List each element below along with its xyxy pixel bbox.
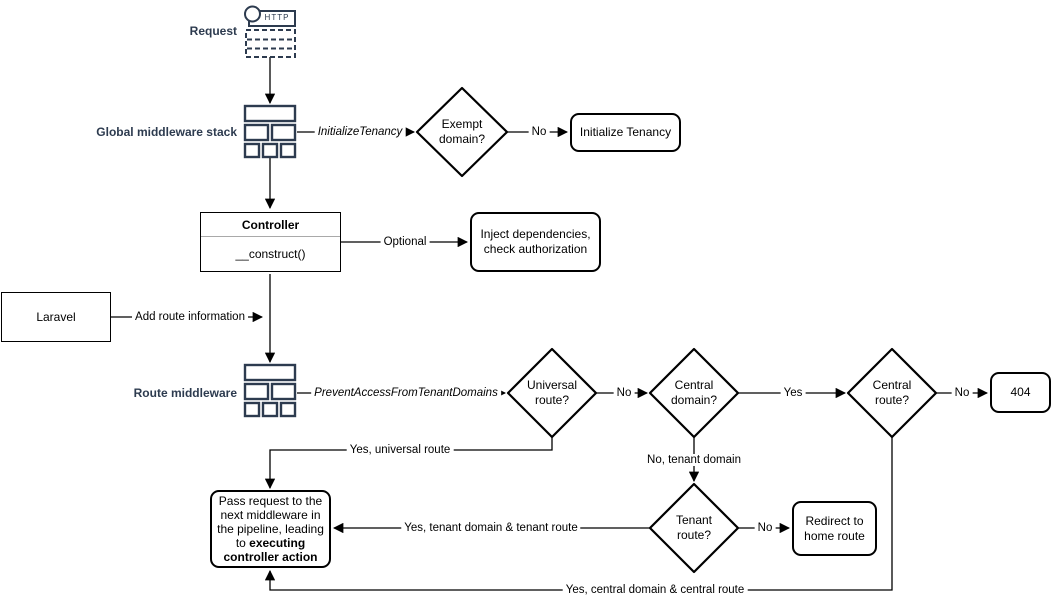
edge-label-prevent-access: PreventAccessFromTenantDomains [311, 387, 501, 399]
tenant-route-diamond [648, 482, 740, 574]
inject-dependencies-box: Inject dependencies, check authorization [470, 212, 601, 272]
central-domain-diamond [648, 347, 740, 439]
edge-label-optional: Optional [380, 236, 430, 248]
edge-label-initialize-tenancy: InitializeTenancy [314, 126, 406, 138]
edge-label-tenant-route-no: No [754, 522, 776, 534]
middleware-stack-icon [243, 363, 297, 418]
request-label: Request [189, 24, 237, 38]
edge-label-exempt-no: No [528, 126, 550, 138]
initialize-tenancy-box: Initialize Tenancy [570, 113, 681, 152]
pass-request-box: Pass request to the next middleware in t… [210, 490, 331, 568]
edge-label-central-route-no: No [951, 387, 973, 399]
laravel-box: Laravel [1, 292, 111, 342]
http-icon-text: HTTP [264, 13, 290, 22]
central-domain-label: Central domain? [670, 378, 718, 407]
edge-label-yes-tenant-route: Yes, tenant domain & tenant route [401, 522, 581, 534]
exempt-domain-label: Exempt domain? [438, 117, 486, 146]
redirect-home-box: Redirect to home route [792, 501, 877, 556]
middleware-stack-icon [243, 104, 297, 159]
pass-request-text: Pass request to the next middleware in t… [217, 493, 324, 565]
edge-label-central-domain-yes: Yes [780, 387, 806, 399]
universal-route-label: Universal route? [526, 378, 577, 407]
controller-title: Controller [201, 213, 340, 237]
404-box: 404 [990, 372, 1051, 413]
route-middleware-label: Route middleware [133, 386, 237, 400]
edge-label-no-tenant-domain: No, tenant domain [644, 454, 744, 466]
http-request-icon [244, 5, 296, 58]
global-middleware-label: Global middleware stack [96, 125, 237, 139]
universal-route-diamond [506, 347, 598, 439]
edge-label-universal-no: No [613, 387, 635, 399]
tenant-route-label: Tenant route? [675, 513, 713, 542]
edge-label-add-route-information: Add route information [132, 311, 248, 323]
central-route-label: Central route? [872, 378, 912, 407]
central-route-diamond [846, 347, 938, 439]
exempt-domain-diamond [415, 86, 509, 178]
edge-label-yes-universal-route: Yes, universal route [346, 444, 454, 456]
controller-method: __construct() [235, 247, 306, 261]
edge-label-yes-central-route: Yes, central domain & central route [562, 584, 748, 596]
controller-box: Controller __construct() [200, 212, 341, 272]
